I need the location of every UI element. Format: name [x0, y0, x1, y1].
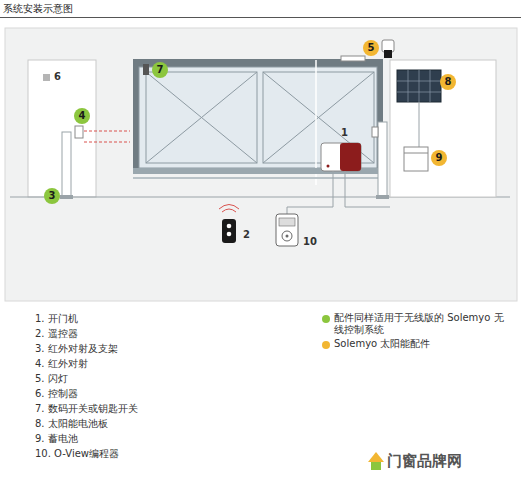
- callout-circle: 4: [74, 108, 90, 124]
- callout-number: 8: [445, 77, 452, 87]
- part-list-item: 3. 红外对射及支架: [35, 343, 118, 355]
- callout-number: 3: [49, 191, 56, 201]
- callout-number: 10: [303, 236, 317, 248]
- part-list-item: 7. 数码开关或钥匙开关: [35, 403, 138, 415]
- callout-number: 6: [54, 71, 61, 83]
- legend-text: Solemyo 太阳能配件: [334, 338, 504, 350]
- part-list-item: 2. 遥控器: [35, 328, 78, 340]
- callout-circle: 5: [363, 40, 379, 56]
- part-list-item: 6. 控制器: [35, 388, 78, 400]
- callout-number: 2: [243, 229, 250, 241]
- part-list-item: 1. 开门机: [35, 313, 78, 325]
- part-list-item: 5. 闪灯: [35, 373, 68, 385]
- legend-text: 配件同样适用于无线版的 Solemyo 无线控制系统: [334, 312, 504, 336]
- callout-number: 5: [368, 43, 375, 53]
- part-list-item: 8. 太阳能电池板: [35, 418, 108, 430]
- watermark: 门窗品牌网: [387, 452, 462, 470]
- callout-circle: 9: [431, 150, 447, 166]
- callout-circle: 3: [44, 188, 60, 204]
- callout-number: 9: [436, 153, 443, 163]
- part-list-item: 10. O-View编程器: [35, 448, 119, 460]
- diagram-title: 系统安装示意图: [3, 3, 73, 15]
- part-list-item: 9. 蓄电池: [35, 433, 78, 445]
- callout-number: 1: [341, 127, 348, 139]
- callout-circle: 8: [440, 74, 456, 90]
- callout-number: 4: [79, 111, 86, 121]
- callout-circle: 7: [152, 62, 168, 78]
- legend-swatch: [322, 315, 330, 323]
- part-list-item: 4. 红外对射: [35, 358, 88, 370]
- callout-number: 7: [157, 65, 164, 75]
- legend-swatch: [322, 341, 330, 349]
